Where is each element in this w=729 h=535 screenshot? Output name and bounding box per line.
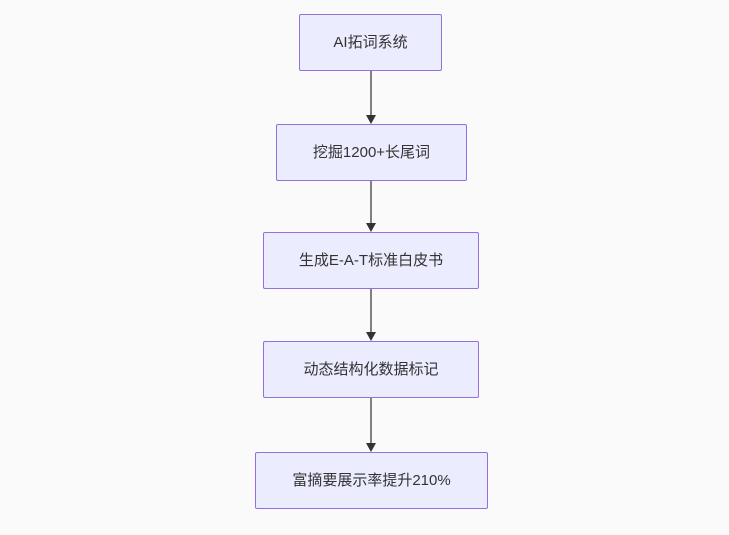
flow-arrow-connector [365, 398, 377, 452]
flow-node-eat-whitepaper: 生成E-A-T标准白皮书 [263, 232, 479, 289]
flow-arrow-connector [365, 181, 377, 232]
arrow-down-icon [366, 443, 376, 452]
arrow-line [370, 71, 372, 115]
flow-node-ai-word-expansion: AI拓词系统 [299, 14, 442, 71]
flow-arrow-connector [365, 71, 377, 124]
arrow-down-icon [366, 115, 376, 124]
arrow-line [370, 289, 372, 332]
arrow-line [370, 398, 372, 443]
flow-node-structured-data-markup: 动态结构化数据标记 [263, 341, 479, 398]
arrow-down-icon [366, 223, 376, 232]
flow-node-longtail-mining: 挖掘1200+长尾词 [276, 124, 467, 181]
arrow-line [370, 181, 372, 223]
flow-node-rich-snippet-result: 富摘要展示率提升210% [255, 452, 488, 509]
flow-arrow-connector [365, 289, 377, 341]
arrow-down-icon [366, 332, 376, 341]
